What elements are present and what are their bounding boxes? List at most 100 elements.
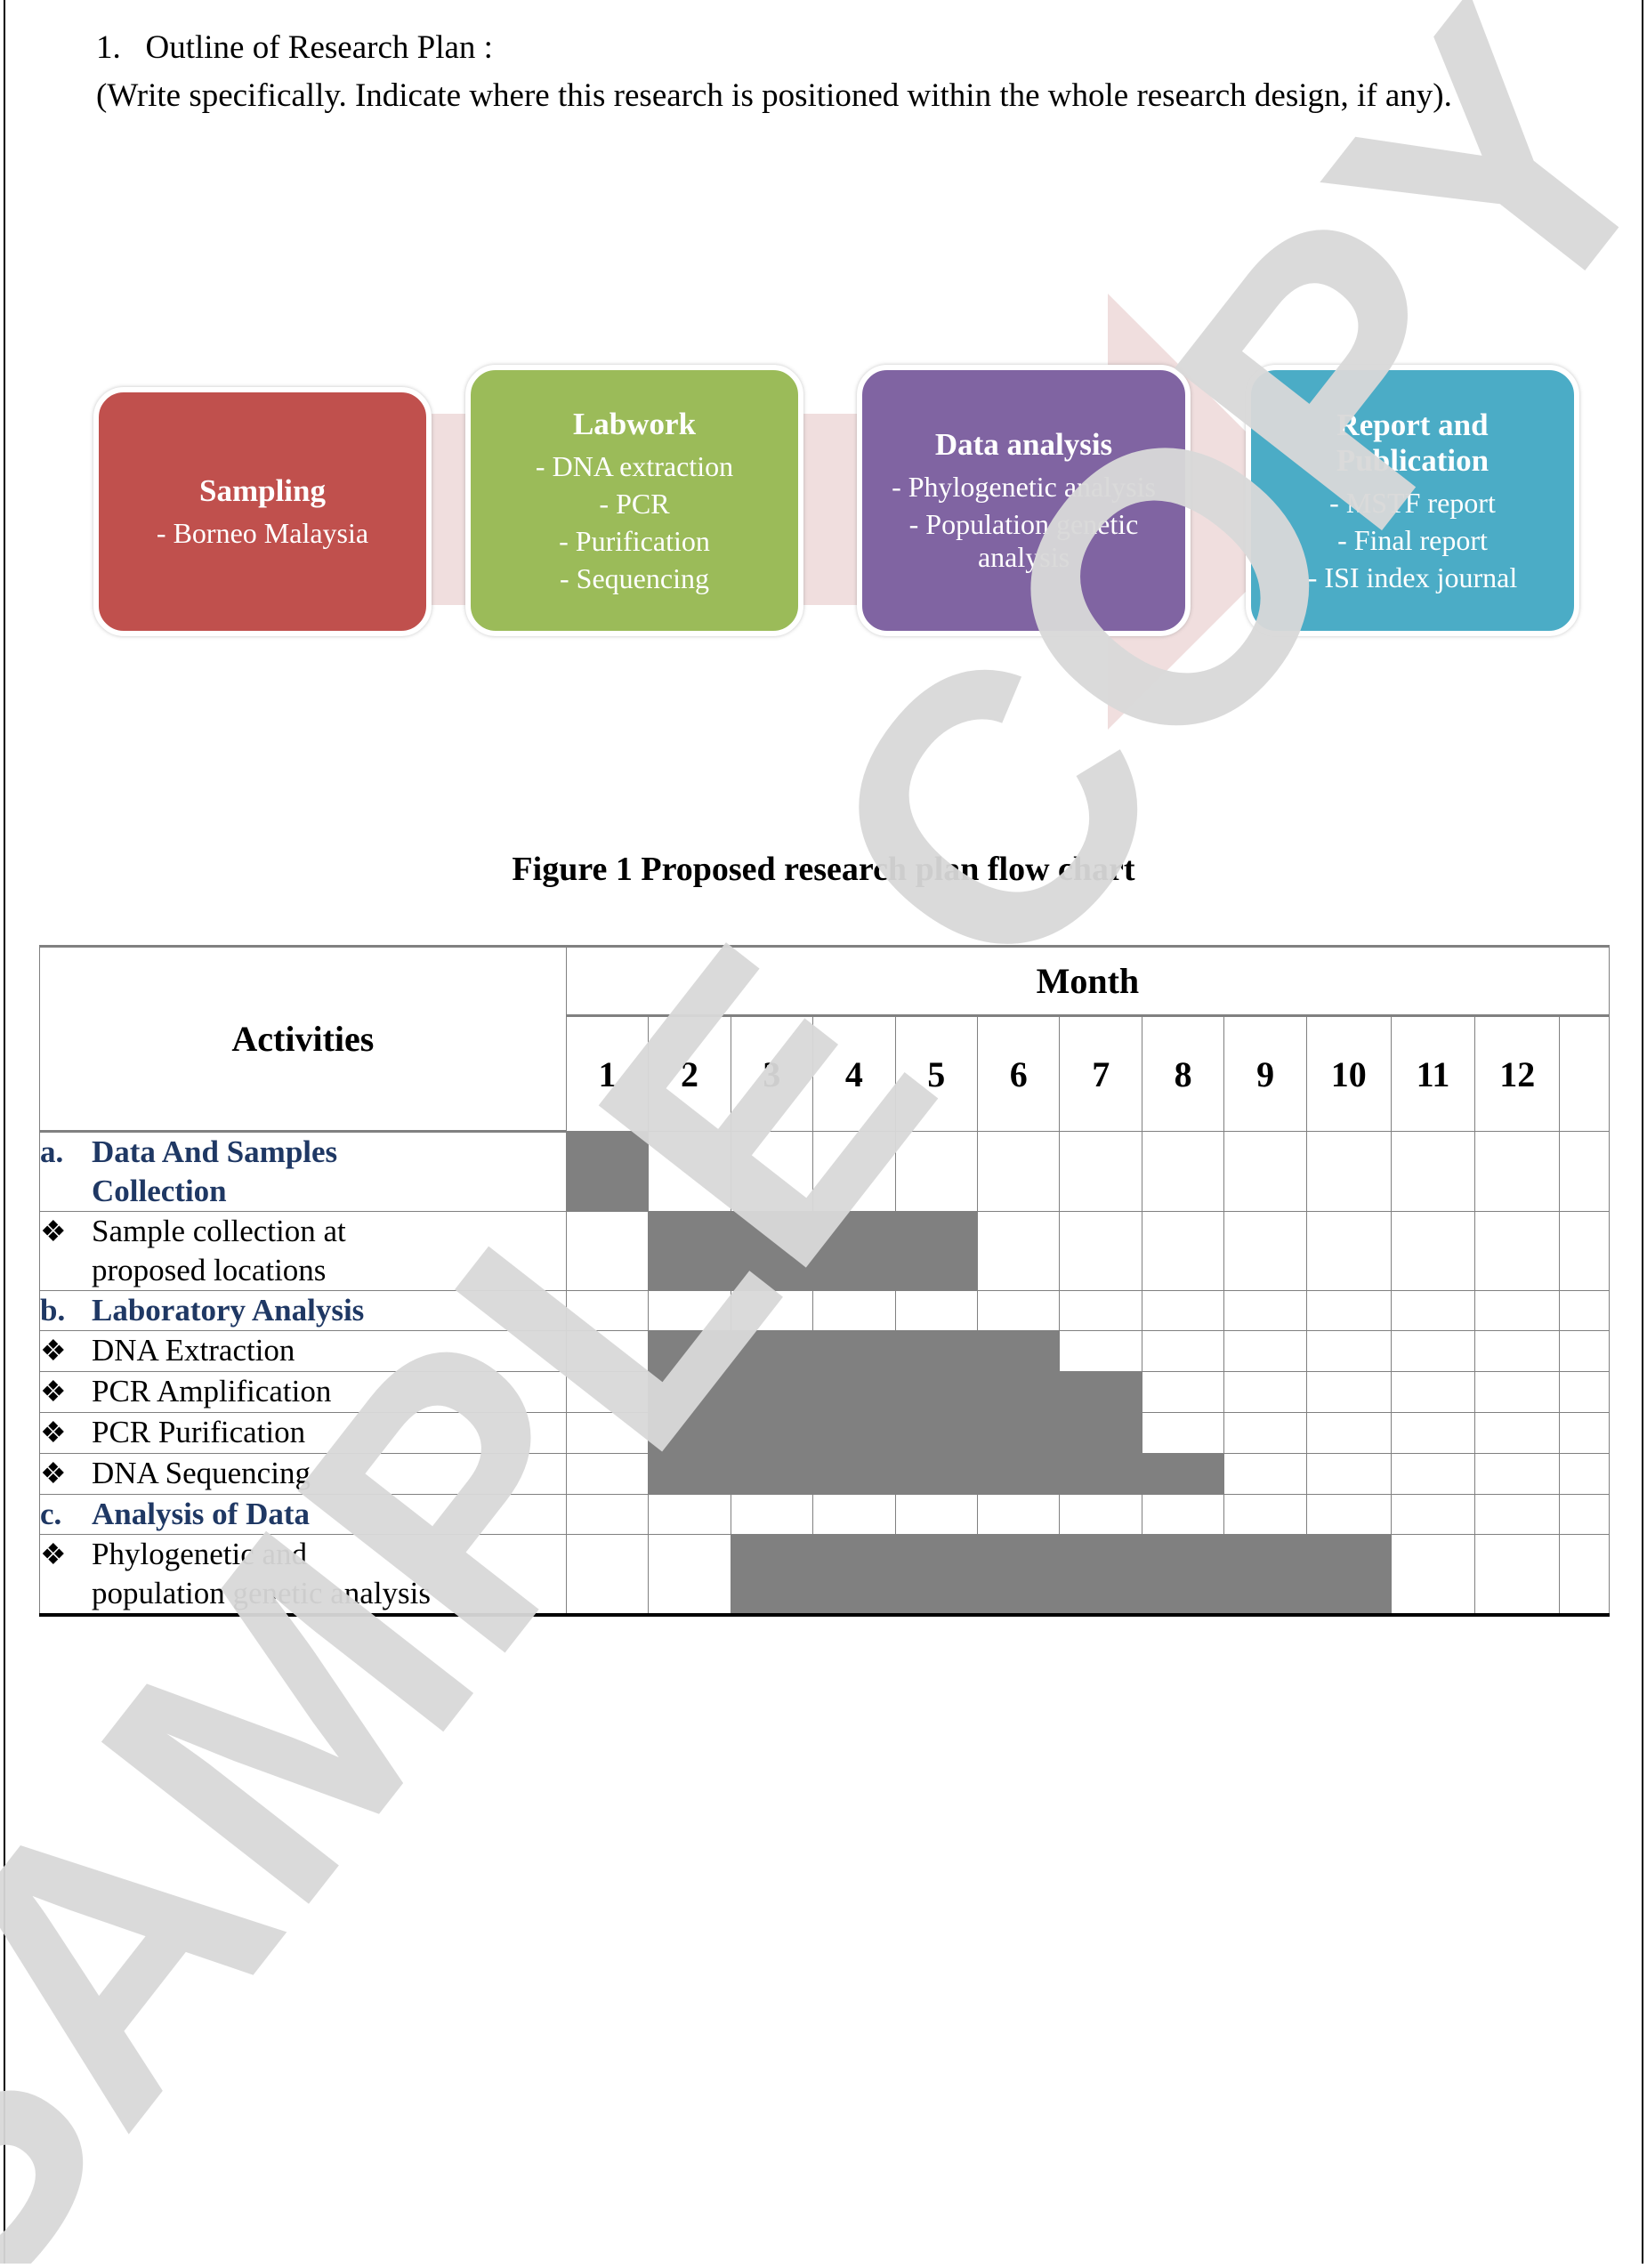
gantt-cell-filled[interactable] xyxy=(648,1371,731,1413)
gantt-cell-empty[interactable] xyxy=(977,1290,1061,1331)
gantt-cell-filled[interactable] xyxy=(1223,1534,1307,1617)
gantt-cell-filled[interactable] xyxy=(730,1412,814,1454)
gantt-cell-tail[interactable] xyxy=(1559,1330,1610,1372)
gantt-cell-filled[interactable] xyxy=(1059,1412,1142,1454)
gantt-cell-filled[interactable] xyxy=(565,1131,650,1212)
gantt-cell-empty[interactable] xyxy=(648,1131,731,1212)
gantt-cell-filled[interactable] xyxy=(1141,1453,1225,1495)
gantt-cell-filled[interactable] xyxy=(1059,1534,1142,1617)
gantt-cell-empty[interactable] xyxy=(1305,1494,1392,1535)
gantt-cell-empty[interactable] xyxy=(1141,1290,1225,1331)
gantt-cell-empty[interactable] xyxy=(977,1494,1061,1535)
gantt-cell-filled[interactable] xyxy=(812,1453,896,1495)
gantt-cell-empty[interactable] xyxy=(812,1290,896,1331)
gantt-cell-empty[interactable] xyxy=(1141,1371,1225,1413)
gantt-cell-tail[interactable] xyxy=(1559,1412,1610,1454)
gantt-cell-empty[interactable] xyxy=(812,1131,896,1212)
gantt-cell-empty[interactable] xyxy=(648,1534,731,1617)
gantt-cell-empty[interactable] xyxy=(1390,1330,1476,1372)
gantt-cell-empty[interactable] xyxy=(1390,1131,1476,1212)
gantt-cell-tail[interactable] xyxy=(1559,1211,1610,1291)
gantt-cell-empty[interactable] xyxy=(812,1494,896,1535)
gantt-cell-empty[interactable] xyxy=(1059,1211,1142,1291)
gantt-cell-empty[interactable] xyxy=(1223,1211,1307,1291)
gantt-cell-filled[interactable] xyxy=(730,1371,814,1413)
gantt-cell-empty[interactable] xyxy=(1305,1290,1392,1331)
gantt-cell-filled[interactable] xyxy=(977,1371,1061,1413)
gantt-cell-empty[interactable] xyxy=(1474,1290,1561,1331)
gantt-cell-empty[interactable] xyxy=(1223,1131,1307,1212)
gantt-cell-empty[interactable] xyxy=(1305,1211,1392,1291)
gantt-cell-filled[interactable] xyxy=(812,1534,896,1617)
gantt-cell-empty[interactable] xyxy=(1390,1453,1476,1495)
gantt-cell-filled[interactable] xyxy=(812,1371,896,1413)
gantt-cell-empty[interactable] xyxy=(977,1131,1061,1212)
gantt-cell-empty[interactable] xyxy=(565,1453,650,1495)
gantt-cell-empty[interactable] xyxy=(1141,1494,1225,1535)
gantt-cell-tail[interactable] xyxy=(1559,1290,1610,1331)
gantt-cell-filled[interactable] xyxy=(648,1330,731,1372)
gantt-cell-empty[interactable] xyxy=(1059,1290,1142,1331)
gantt-cell-empty[interactable] xyxy=(1390,1290,1476,1331)
gantt-cell-filled[interactable] xyxy=(977,1453,1061,1495)
gantt-cell-filled[interactable] xyxy=(894,1330,979,1372)
flow-stage-sampling[interactable]: Sampling - Borneo Malaysia xyxy=(93,387,432,636)
gantt-cell-filled[interactable] xyxy=(977,1534,1061,1617)
gantt-cell-empty[interactable] xyxy=(1059,1131,1142,1212)
gantt-cell-empty[interactable] xyxy=(1305,1453,1392,1495)
gantt-cell-filled[interactable] xyxy=(894,1412,979,1454)
gantt-cell-tail[interactable] xyxy=(1559,1131,1610,1212)
gantt-cell-empty[interactable] xyxy=(1141,1330,1225,1372)
gantt-cell-empty[interactable] xyxy=(1059,1494,1142,1535)
gantt-cell-empty[interactable] xyxy=(1141,1412,1225,1454)
gantt-cell-empty[interactable] xyxy=(1474,1453,1561,1495)
gantt-cell-empty[interactable] xyxy=(648,1290,731,1331)
gantt-cell-empty[interactable] xyxy=(730,1131,814,1212)
gantt-cell-empty[interactable] xyxy=(1390,1412,1476,1454)
gantt-cell-empty[interactable] xyxy=(1305,1330,1392,1372)
gantt-cell-filled[interactable] xyxy=(1305,1534,1392,1617)
gantt-cell-empty[interactable] xyxy=(1059,1330,1142,1372)
gantt-cell-empty[interactable] xyxy=(565,1412,650,1454)
gantt-cell-empty[interactable] xyxy=(1474,1211,1561,1291)
gantt-cell-filled[interactable] xyxy=(730,1330,814,1372)
gantt-cell-empty[interactable] xyxy=(1390,1534,1476,1617)
gantt-cell-empty[interactable] xyxy=(1474,1494,1561,1535)
gantt-cell-empty[interactable] xyxy=(1390,1371,1476,1413)
gantt-cell-filled[interactable] xyxy=(730,1211,814,1291)
gantt-cell-filled[interactable] xyxy=(894,1534,979,1617)
gantt-cell-filled[interactable] xyxy=(812,1211,896,1291)
gantt-cell-empty[interactable] xyxy=(1474,1534,1561,1617)
gantt-cell-filled[interactable] xyxy=(1059,1371,1142,1413)
gantt-cell-empty[interactable] xyxy=(1474,1330,1561,1372)
gantt-cell-empty[interactable] xyxy=(894,1494,979,1535)
gantt-cell-filled[interactable] xyxy=(1059,1453,1142,1495)
gantt-cell-empty[interactable] xyxy=(730,1494,814,1535)
gantt-cell-filled[interactable] xyxy=(812,1330,896,1372)
gantt-cell-filled[interactable] xyxy=(894,1211,979,1291)
gantt-cell-filled[interactable] xyxy=(648,1453,731,1495)
gantt-cell-filled[interactable] xyxy=(977,1330,1061,1372)
gantt-cell-empty[interactable] xyxy=(1141,1211,1225,1291)
gantt-cell-empty[interactable] xyxy=(1223,1371,1307,1413)
gantt-cell-empty[interactable] xyxy=(1474,1131,1561,1212)
gantt-cell-filled[interactable] xyxy=(648,1211,731,1291)
gantt-cell-empty[interactable] xyxy=(1223,1330,1307,1372)
gantt-cell-filled[interactable] xyxy=(977,1412,1061,1454)
gantt-cell-filled[interactable] xyxy=(648,1412,731,1454)
gantt-cell-empty[interactable] xyxy=(1305,1371,1392,1413)
gantt-cell-empty[interactable] xyxy=(1474,1412,1561,1454)
gantt-cell-filled[interactable] xyxy=(894,1371,979,1413)
gantt-cell-filled[interactable] xyxy=(894,1453,979,1495)
gantt-cell-tail[interactable] xyxy=(1559,1494,1610,1535)
flow-stage-report-publication[interactable]: Report and Publication - MSTF report - F… xyxy=(1246,365,1579,636)
gantt-cell-empty[interactable] xyxy=(1223,1494,1307,1535)
gantt-cell-empty[interactable] xyxy=(565,1330,650,1372)
gantt-cell-filled[interactable] xyxy=(730,1453,814,1495)
gantt-cell-empty[interactable] xyxy=(1223,1290,1307,1331)
gantt-cell-empty[interactable] xyxy=(894,1131,979,1212)
gantt-cell-filled[interactable] xyxy=(812,1412,896,1454)
gantt-cell-empty[interactable] xyxy=(1305,1412,1392,1454)
gantt-cell-tail[interactable] xyxy=(1559,1371,1610,1413)
flow-stage-labwork[interactable]: Labwork - DNA extraction - PCR - Purific… xyxy=(465,365,803,636)
